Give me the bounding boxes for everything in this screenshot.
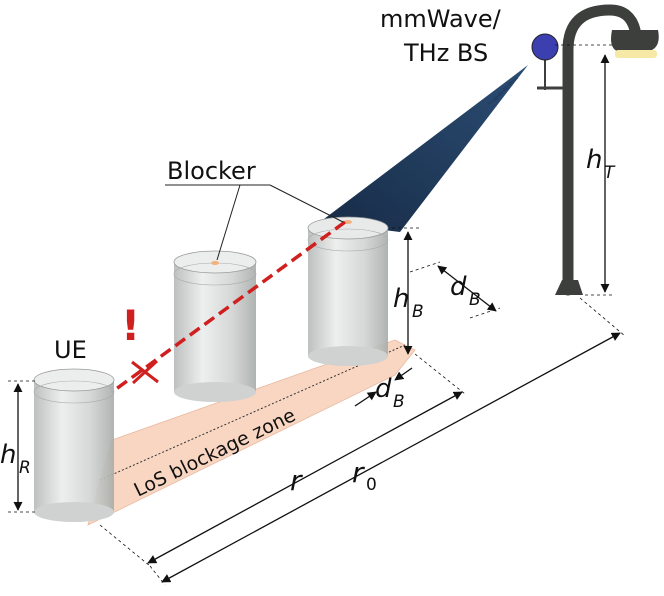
dB-top-dimension xyxy=(409,261,501,319)
hT-sub: T xyxy=(604,163,616,183)
los-ray xyxy=(110,220,347,394)
r0-label: r xyxy=(352,456,365,489)
hR-label: h xyxy=(0,440,16,470)
blocker-cylinder-1 xyxy=(173,250,257,402)
ue-cylinder xyxy=(33,368,115,522)
hR-dimension xyxy=(8,380,36,513)
beam-cone xyxy=(320,65,528,232)
hT-dimension xyxy=(555,44,615,296)
r-label: r xyxy=(290,464,303,497)
dB-top-label: d xyxy=(450,272,467,302)
exclamation-mark: ! xyxy=(121,301,140,350)
r0-dimension xyxy=(149,297,626,586)
r0-sub: 0 xyxy=(366,475,377,495)
dB-bottom-sub: B xyxy=(393,392,405,412)
dB-bottom-label: d xyxy=(375,374,392,404)
bs-label-line1: mmWave/ xyxy=(380,5,502,33)
street-lamp xyxy=(537,4,659,296)
hB-sub: B xyxy=(412,302,424,322)
blocker-pointer-lines xyxy=(165,184,344,261)
hR-sub: R xyxy=(19,458,31,478)
bs-label-line2: THz BS xyxy=(403,39,488,67)
hT-label: h xyxy=(586,145,602,175)
ue-label: UE xyxy=(54,336,87,364)
hB-label: h xyxy=(393,284,409,314)
beam-ticks xyxy=(487,77,519,105)
base-station xyxy=(531,33,559,90)
blocker-cylinder-2 xyxy=(307,216,389,366)
blocker-label: Blocker xyxy=(167,157,256,185)
dB-top-sub: B xyxy=(469,290,481,310)
